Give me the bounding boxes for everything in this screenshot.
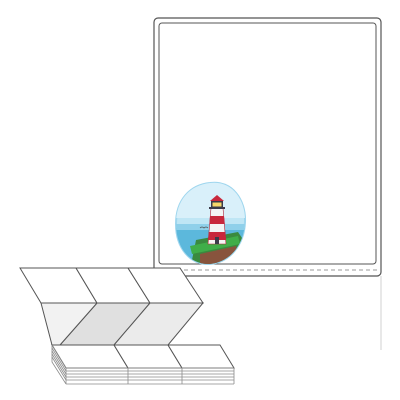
fanfold-stack [51,344,235,385]
fanfold-top-row [19,267,204,304]
stack-edges [51,344,235,385]
fanfold-fold [40,302,205,346]
